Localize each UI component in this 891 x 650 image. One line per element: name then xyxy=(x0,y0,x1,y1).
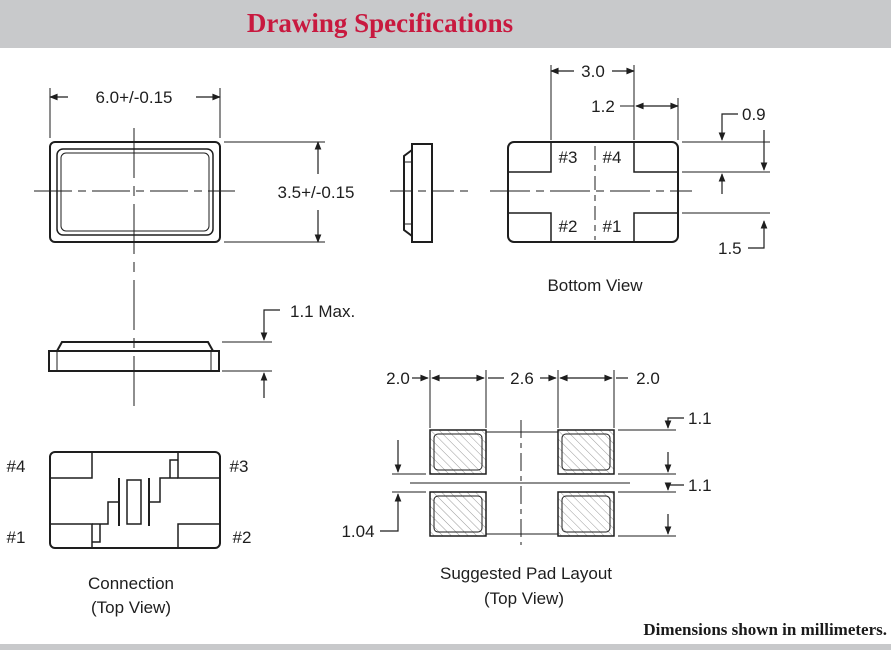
pad-layout-footprint-tl xyxy=(433,433,483,471)
pad-layout-dim-top-pad: 1.1 xyxy=(688,409,712,428)
bottom-view xyxy=(490,65,770,249)
pad-layout-bottom-pad-arrow-down xyxy=(664,482,684,491)
pad-layout-view xyxy=(380,370,684,545)
pad-layout-dim-left: 2.0 xyxy=(386,369,410,388)
pad-layout-footprint-bl xyxy=(433,495,483,533)
bottom-view-padwidth-label: 1.2 xyxy=(591,97,615,116)
top-view-lid xyxy=(56,148,214,236)
side-view-lid xyxy=(56,341,214,352)
crystal-icon xyxy=(126,479,142,525)
pad-layout-dim-right: 2.0 xyxy=(636,369,660,388)
connection-caption-line1: Connection xyxy=(88,574,174,593)
connection-caption-line2: (Top View) xyxy=(91,598,171,617)
pad-layout-gap-arrow-up xyxy=(380,493,402,532)
bottom-view-gap-arrow-up xyxy=(748,220,768,249)
bottom-view-caption: Bottom View xyxy=(547,276,643,295)
connection-pad-3 xyxy=(177,452,220,479)
pad-layout-pad-top-left xyxy=(429,429,487,475)
end-view-lid xyxy=(403,149,413,237)
connection-pad-2 xyxy=(177,523,220,548)
connection-wire-3 xyxy=(149,477,178,503)
end-view-body xyxy=(411,143,433,243)
pad-layout-dim-bottom-pad: 1.1 xyxy=(688,476,712,495)
top-view-height-label: 3.5+/-0.15 xyxy=(277,183,354,202)
bottom-view-pad-2 xyxy=(508,212,552,242)
bottom-view-padheight-arrow-down xyxy=(718,113,738,141)
bottom-view-pad-4 xyxy=(633,142,678,173)
units-note: Dimensions shown in millimeters. xyxy=(643,620,887,639)
pad-layout-pad-top-right xyxy=(557,429,615,475)
bottom-view-pad-3-label: #3 xyxy=(559,148,578,167)
top-view-width-label: 6.0+/-0.15 xyxy=(95,88,172,107)
side-view xyxy=(48,309,280,398)
pad-layout-top-pad-arrow-down xyxy=(664,417,684,429)
pad-layout-caption-line2: (Top View) xyxy=(484,589,564,608)
footer-band xyxy=(0,644,891,650)
top-view-outline xyxy=(49,141,221,243)
connection-pad-4 xyxy=(50,452,93,479)
connection-view xyxy=(49,451,221,549)
pad-layout-caption-line1: Suggested Pad Layout xyxy=(440,564,612,583)
connection-wire-1b xyxy=(92,524,101,543)
pad-layout-dim-mid: 2.6 xyxy=(510,369,534,388)
connection-pad-1 xyxy=(50,523,93,548)
bottom-view-outline xyxy=(507,141,679,243)
bottom-view-pad-1 xyxy=(633,212,678,242)
bottom-view-padheight-label: 0.9 xyxy=(742,105,766,124)
bottom-view-pad-4-label: #4 xyxy=(603,148,622,167)
header-band: Drawing Specifications xyxy=(0,0,891,48)
pad-layout-pad-bottom-left xyxy=(429,491,487,537)
pad-layout-footprint-br xyxy=(561,495,611,533)
bottom-view-pad-2-label: #2 xyxy=(559,217,578,236)
pad-layout-pad-bottom-right xyxy=(557,491,615,537)
page-title: Drawing Specifications xyxy=(246,8,514,38)
pad-layout-footprint-tr xyxy=(561,433,611,471)
connection-outline xyxy=(49,451,221,549)
connection-wire-1 xyxy=(92,501,119,525)
connection-pad-3-label: #3 xyxy=(230,457,249,476)
connection-pad-1-label: #1 xyxy=(7,528,26,547)
side-view-body xyxy=(48,350,220,372)
end-view xyxy=(390,143,474,243)
bottom-view-gap-label: 1.5 xyxy=(718,239,742,258)
side-view-height-arrow-down xyxy=(260,309,280,341)
top-view-lid-inner xyxy=(60,152,210,232)
bottom-view-pitch-label: 3.0 xyxy=(581,62,605,81)
connection-pad-2-label: #2 xyxy=(233,528,252,547)
connection-wire-3b xyxy=(169,459,178,478)
side-view-height-label: 1.1 Max. xyxy=(290,302,355,321)
bottom-view-pad-1-label: #1 xyxy=(603,217,622,236)
top-view xyxy=(34,88,325,410)
pad-layout-dim-gap: 1.04 xyxy=(341,522,374,541)
connection-pad-4-label: #4 xyxy=(7,457,26,476)
bottom-view-pad-3 xyxy=(508,142,552,173)
